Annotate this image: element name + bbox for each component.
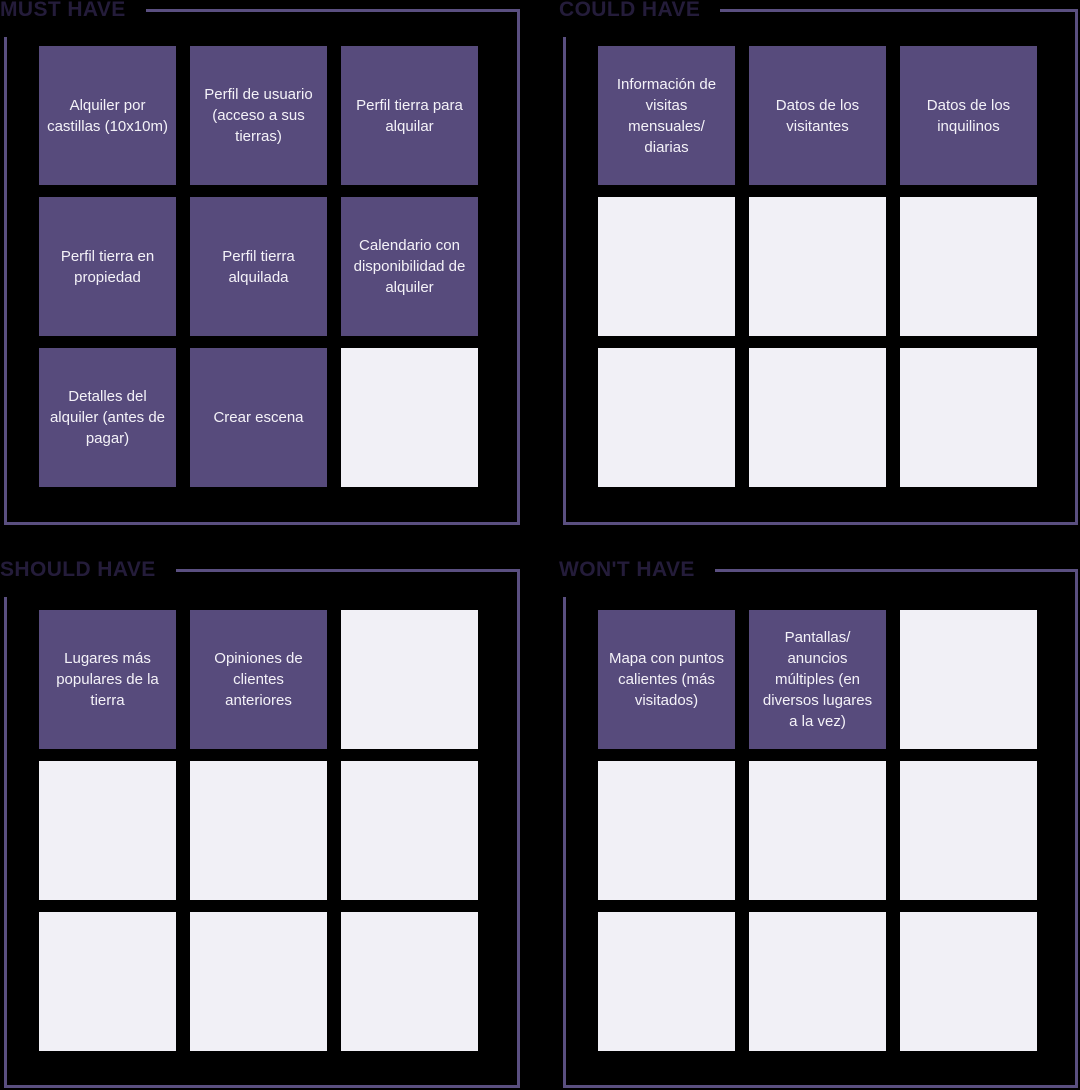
quadrant-title-should-have: SHOULD HAVE <box>0 558 156 581</box>
sticky-note-empty[interactable] <box>39 912 176 1051</box>
sticky-note-card[interactable]: Mapa con puntos calientes (más visitados… <box>598 610 735 749</box>
sticky-note-card[interactable]: Detalles del alquiler (antes de pagar) <box>39 348 176 487</box>
frame-border-right <box>1075 10 1078 525</box>
quadrant-header: COULD HAVE <box>559 0 1078 23</box>
sticky-note-card[interactable]: Perfil tierra para alquilar <box>341 46 478 185</box>
frame-border-bottom <box>563 522 1078 525</box>
sticky-note-card[interactable]: Opiniones de clientes anteriores <box>190 610 327 749</box>
title-line <box>145 8 520 12</box>
sticky-note-card[interactable]: Alquiler por castillas (10x10m) <box>39 46 176 185</box>
sticky-note-empty[interactable] <box>900 348 1037 487</box>
sticky-note-card[interactable]: Información de visitas mensuales/ diaria… <box>598 46 735 185</box>
quadrant-title-could-have: COULD HAVE <box>559 0 701 21</box>
frame-border-left <box>4 37 7 525</box>
sticky-note-empty[interactable] <box>598 348 735 487</box>
frame-border-right <box>1075 570 1078 1088</box>
frame-border-bottom <box>4 1085 520 1088</box>
sticky-note-card[interactable]: Datos de los inquilinos <box>900 46 1037 185</box>
sticky-note-empty[interactable] <box>39 761 176 900</box>
title-line <box>175 568 520 572</box>
sticky-grid: Información de visitas mensuales/ diaria… <box>563 10 1037 487</box>
frame-border-bottom <box>563 1085 1078 1088</box>
sticky-note-empty[interactable] <box>341 610 478 749</box>
sticky-note-empty[interactable] <box>598 912 735 1051</box>
sticky-note-card[interactable]: Datos de los visitantes <box>749 46 886 185</box>
sticky-note-card[interactable]: Perfil de usuario (acceso a sus tierras) <box>190 46 327 185</box>
sticky-note-empty[interactable] <box>900 197 1037 336</box>
sticky-note-card[interactable]: Perfil tierra alquilada <box>190 197 327 336</box>
frame-border-right <box>517 570 520 1088</box>
sticky-note-card[interactable]: Perfil tierra en propiedad <box>39 197 176 336</box>
sticky-note-card[interactable]: Calendario con disponibilidad de alquile… <box>341 197 478 336</box>
frame-border-left <box>563 37 566 525</box>
quadrant-wont-have: WON'T HAVE Mapa con puntos calientes (má… <box>559 558 1078 1088</box>
frame-border-left <box>563 597 566 1088</box>
sticky-note-card[interactable]: Lugares más populares de la tierra <box>39 610 176 749</box>
quadrant-must-have: MUST HAVE Alquiler por castillas (10x10m… <box>0 0 520 525</box>
sticky-note-empty[interactable] <box>341 761 478 900</box>
sticky-note-empty[interactable] <box>190 761 327 900</box>
quadrant-header: WON'T HAVE <box>559 557 1078 583</box>
sticky-note-empty[interactable] <box>749 197 886 336</box>
sticky-note-empty[interactable] <box>341 912 478 1051</box>
title-line <box>720 8 1078 12</box>
sticky-note-empty[interactable] <box>749 761 886 900</box>
sticky-note-empty[interactable] <box>900 610 1037 749</box>
sticky-note-empty[interactable] <box>749 912 886 1051</box>
sticky-note-empty[interactable] <box>190 912 327 1051</box>
quadrant-header: SHOULD HAVE <box>0 557 520 583</box>
frame-border-left <box>4 597 7 1088</box>
frame-border-bottom <box>4 522 520 525</box>
sticky-note-card[interactable]: Crear escena <box>190 348 327 487</box>
quadrant-header: MUST HAVE <box>0 0 520 23</box>
sticky-note-empty[interactable] <box>900 761 1037 900</box>
quadrant-title-wont-have: WON'T HAVE <box>559 558 695 581</box>
sticky-grid: Mapa con puntos calientes (más visitados… <box>563 570 1037 1051</box>
sticky-note-empty[interactable] <box>900 912 1037 1051</box>
sticky-note-empty[interactable] <box>749 348 886 487</box>
quadrant-title-must-have: MUST HAVE <box>0 0 126 21</box>
sticky-note-empty[interactable] <box>341 348 478 487</box>
sticky-note-empty[interactable] <box>598 761 735 900</box>
sticky-note-card[interactable]: Pantallas/ anuncios múltiples (en divers… <box>749 610 886 749</box>
quadrant-could-have: COULD HAVE Información de visitas mensua… <box>559 0 1078 525</box>
quadrant-should-have: SHOULD HAVE Lugares más populares de la … <box>0 558 520 1088</box>
frame-border-right <box>517 10 520 525</box>
sticky-note-empty[interactable] <box>598 197 735 336</box>
title-line <box>714 568 1078 572</box>
sticky-grid: Alquiler por castillas (10x10m)Perfil de… <box>4 10 478 487</box>
